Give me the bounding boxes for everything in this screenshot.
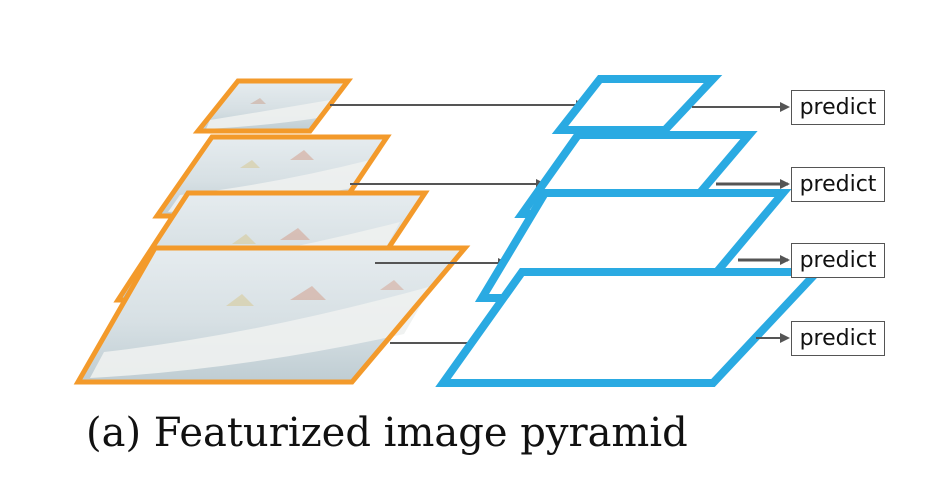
predict-box-2: predict [791,167,885,202]
image-level-4 [73,245,471,385]
predict-box-1: predict [791,90,885,125]
image-pyramid [73,78,471,385]
feature-map-level-4 [435,268,827,387]
image-to-feature-arrows [330,100,586,348]
predict-box-3: predict [791,243,885,278]
predict-box-4: predict [791,321,885,356]
feature-to-predict-arrows [692,102,790,343]
feature-map-level-1 [551,75,723,134]
feature-pyramid [435,75,827,387]
figure-caption: (a) Featurized image pyramid [86,410,688,456]
image-level-1 [192,78,354,134]
